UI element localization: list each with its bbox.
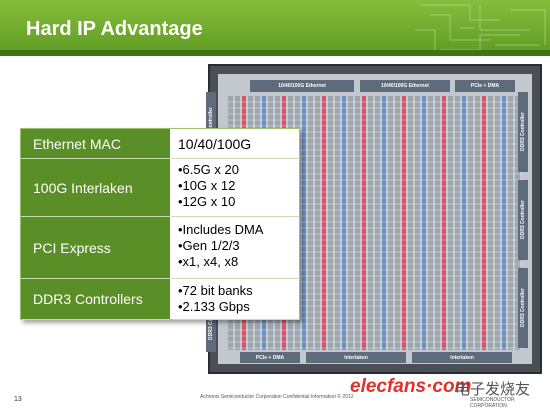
fabric-column xyxy=(462,96,466,350)
page-number: 13 xyxy=(14,396,22,403)
top-ethernet-block-2: 10/40/100G Ethernet xyxy=(360,80,450,92)
fabric-column xyxy=(422,96,426,350)
table-row-interlaken: 100G Interlaken •6.5G x 20 •10G x 12 •12… xyxy=(21,159,299,217)
row-value: •6.5G x 20 •10G x 12 •12G x 10 xyxy=(172,159,299,217)
fabric-column xyxy=(442,96,446,350)
right-ddr3-block-1: DDR3 Controller xyxy=(518,92,528,172)
fabric-column xyxy=(328,96,333,350)
fabric-column xyxy=(308,96,313,350)
fabric-column xyxy=(488,96,493,350)
fabric-column xyxy=(448,96,453,350)
value-line: •72 bit banks xyxy=(178,283,253,298)
value-line: •6.5G x 20 xyxy=(178,162,239,177)
fabric-column xyxy=(435,96,440,350)
fabric-column xyxy=(415,96,420,350)
top-ethernet-block-1: 10/40/100G Ethernet xyxy=(250,80,354,92)
fabric-column xyxy=(348,96,353,350)
row-value: •Includes DMA •Gen 1/2/3 •x1, x4, x8 xyxy=(172,217,299,279)
hard-ip-table: Ethernet MAC 10/40/100G 100G Interlaken … xyxy=(20,128,300,320)
value-line: •2.133 Gbps xyxy=(178,299,250,314)
fabric-column xyxy=(402,96,406,350)
fabric-column xyxy=(355,96,360,350)
title-banner: Hard IP Advantage xyxy=(0,0,550,56)
confidential-notice: Achronix Semiconductor Corporation Confi… xyxy=(200,394,354,400)
value-line: •10G x 12 xyxy=(178,178,236,193)
value-line: •Includes DMA xyxy=(178,222,264,237)
circuit-pattern-decoration xyxy=(415,4,546,51)
fabric-column xyxy=(302,96,306,350)
right-ddr3-block-2: DDR3 Controller xyxy=(518,180,528,260)
fabric-column xyxy=(388,96,393,350)
fabric-column xyxy=(362,96,366,350)
brand-subtitle: SEMICONDUCTOR CORPORATION xyxy=(470,397,515,409)
fabric-column xyxy=(382,96,386,350)
fabric-column xyxy=(508,96,513,350)
fabric-column xyxy=(502,96,506,350)
fabric-column xyxy=(468,96,473,350)
value-line: 10/40/100G xyxy=(178,136,252,152)
slide-title: Hard IP Advantage xyxy=(26,18,203,40)
table-row-ddr3: DDR3 Controllers •72 bit banks •2.133 Gb… xyxy=(21,279,299,320)
row-label: PCI Express xyxy=(21,217,170,279)
bottom-interlaken-block-2: Interlaken xyxy=(412,352,512,363)
fabric-column xyxy=(495,96,500,350)
fabric-column xyxy=(315,96,320,350)
row-label: DDR3 Controllers xyxy=(21,279,170,320)
table-row-ethernet: Ethernet MAC 10/40/100G xyxy=(21,129,299,159)
fabric-column xyxy=(482,96,486,350)
value-line: •12G x 10 xyxy=(178,194,236,209)
fabric-column xyxy=(368,96,373,350)
bottom-interlaken-block-1: Interlaken xyxy=(306,352,406,363)
bottom-pcie-block: PCIe + DMA xyxy=(240,352,300,363)
fabric-column xyxy=(475,96,480,350)
row-value: •72 bit banks •2.133 Gbps xyxy=(172,279,299,320)
fabric-column xyxy=(322,96,326,350)
fabric-column xyxy=(515,96,520,350)
fabric-column xyxy=(335,96,340,350)
right-ddr3-block-3: DDR3 Controller xyxy=(518,268,528,348)
chinese-watermark: 电子发烧友 xyxy=(455,381,531,398)
table-row-pci-express: PCI Express •Includes DMA •Gen 1/2/3 •x1… xyxy=(21,217,299,279)
row-label: Ethernet MAC xyxy=(21,129,170,159)
fabric-column xyxy=(395,96,400,350)
fabric-column xyxy=(455,96,460,350)
top-pcie-block: PCIe + DMA xyxy=(455,80,515,92)
fabric-column xyxy=(342,96,346,350)
elecfans-watermark: elecfans·com xyxy=(350,376,472,397)
fabric-column xyxy=(428,96,433,350)
value-line: •x1, x4, x8 xyxy=(178,254,239,269)
row-label: 100G Interlaken xyxy=(21,159,170,217)
fabric-column xyxy=(375,96,380,350)
fabric-column xyxy=(408,96,413,350)
row-value: 10/40/100G xyxy=(172,129,299,159)
banner-stripe xyxy=(0,50,550,56)
value-line: •Gen 1/2/3 xyxy=(178,238,240,253)
